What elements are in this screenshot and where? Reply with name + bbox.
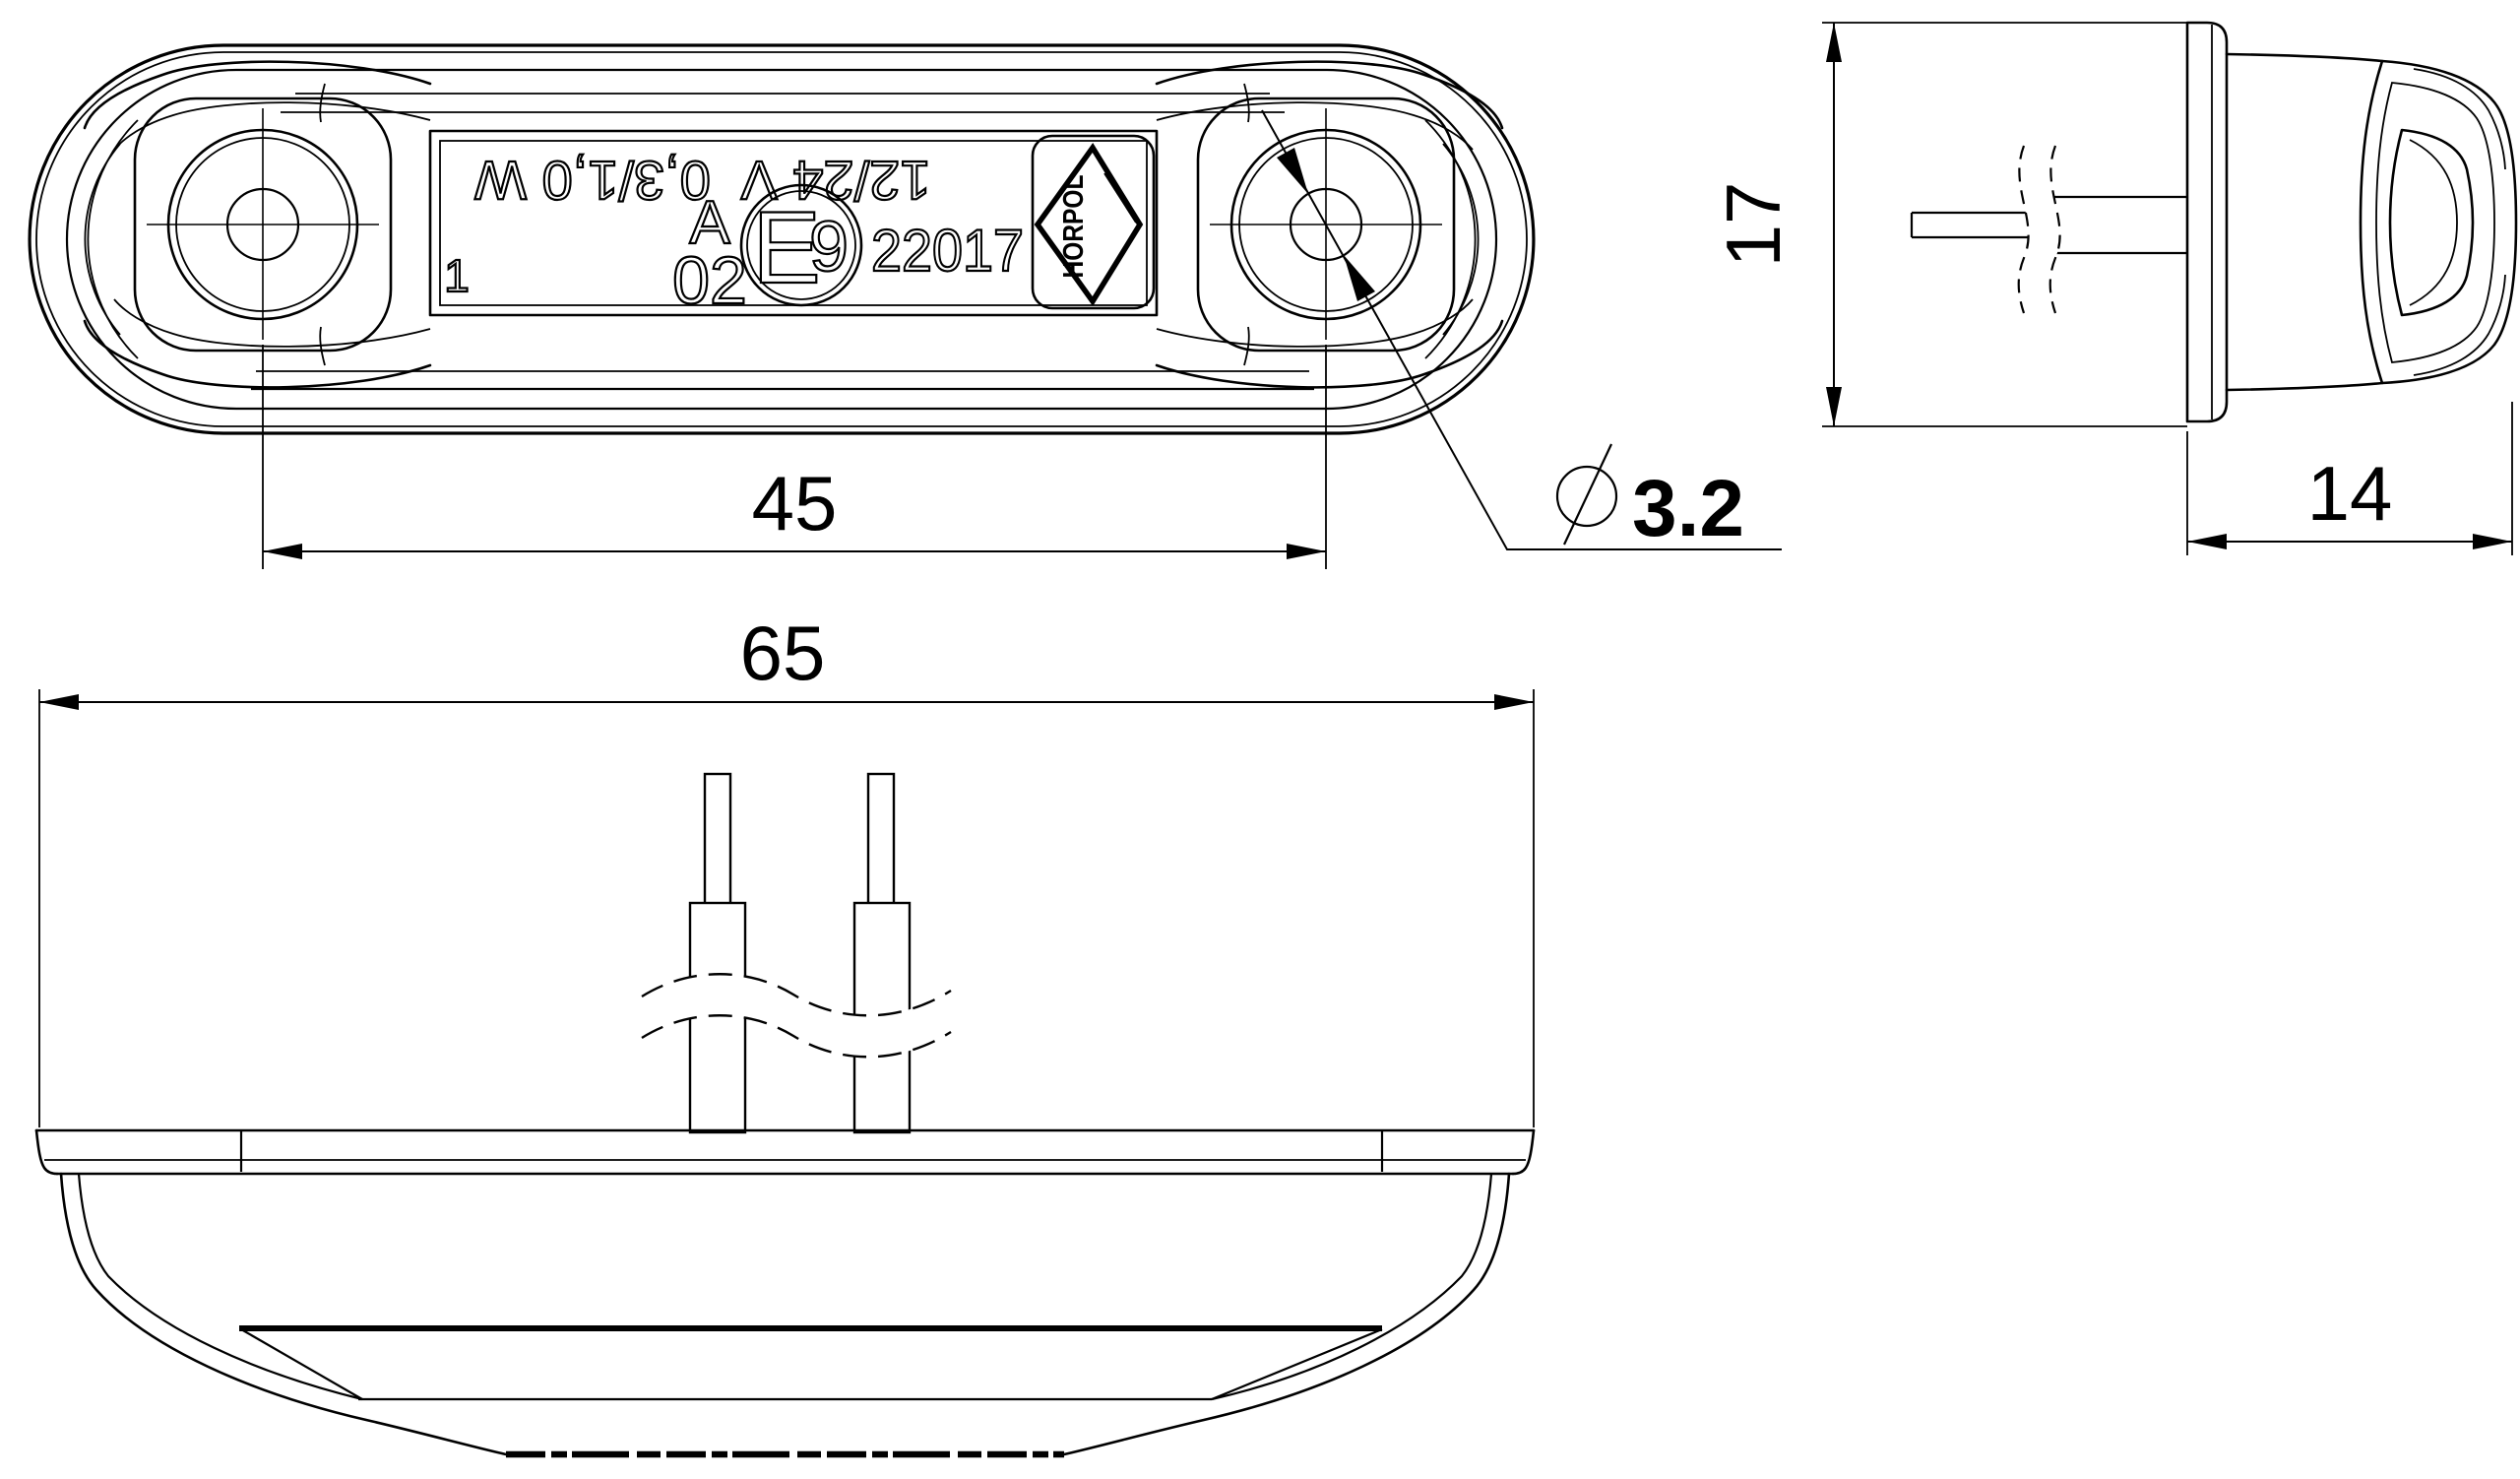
right-wing-top-outer: [1155, 60, 1504, 130]
left-wing-top-inner: [113, 101, 431, 151]
side-body-top: [2225, 52, 2384, 63]
marking-cavity-number: 1: [444, 250, 470, 301]
front-wire-right-conductor: [866, 772, 896, 910]
front-body-left-outer: [59, 1172, 508, 1456]
side-lens-bezel-outer: [2359, 59, 2518, 385]
dim65-arrow-left: [39, 694, 79, 710]
dim45-arrow-right: [1287, 544, 1326, 559]
front-facet-right: [1211, 1327, 1383, 1401]
dim14-arrow-right: [2473, 534, 2512, 549]
left-lamp-eye: [83, 60, 432, 389]
dim45-arrow-left: [263, 544, 302, 559]
dim45-value: 45: [752, 460, 838, 547]
brand-logo-frame: [1031, 134, 1156, 310]
left-cap-arc-2: [84, 143, 121, 336]
right-wing-top-inner: [1156, 101, 1474, 151]
diameter-callout: 3.2: [1261, 109, 1782, 553]
front-wire-left-conductor: [703, 772, 732, 910]
diameter-arrow-lower: [1344, 255, 1375, 301]
side-bezel-accent-bottom: [2413, 274, 2506, 376]
e-mark-number: 9: [809, 208, 849, 287]
front-wire-break-mask: [642, 974, 951, 1058]
side-flange: [2185, 21, 2229, 423]
brand-name: HORPOL: [1058, 175, 1090, 279]
side-lens-inner-arc: [2409, 139, 2458, 306]
e-mark-ring-outer: [739, 183, 863, 307]
front-body-right-outer: [1062, 1172, 1511, 1456]
e-mark-letter: E: [752, 191, 820, 305]
front-flange-right-edge: [1511, 1128, 1536, 1176]
dim14-arrow-left: [2187, 534, 2227, 549]
diameter-symbol-slash: [1563, 443, 1612, 546]
right-cap-arc-1: [1424, 119, 1477, 359]
left-cap-arc-1: [87, 119, 139, 359]
brand-diamond-accent: [1103, 172, 1137, 224]
left-wing-top-pinch: [319, 83, 326, 123]
marking-approval-version: 02: [672, 243, 747, 318]
dim17-value: 17: [1710, 182, 1796, 268]
marking-power: 0,3/1,0 W: [474, 150, 711, 212]
front-wire-break-1: [641, 973, 952, 1017]
right-wing-bottom-outer: [1155, 319, 1504, 389]
dim65-arrow-right: [1494, 694, 1534, 710]
side-wire-break-2: [2048, 145, 2061, 314]
dim65-value: 65: [740, 610, 826, 696]
front-wire-left-sheath: [688, 901, 747, 1134]
dim14-value: 14: [2307, 450, 2393, 537]
e-mark-ring-inner: [746, 190, 856, 300]
diameter-leader-line: [1261, 109, 1782, 550]
side-wire-break-1: [2017, 145, 2030, 314]
brand-logo: HORPOL: [1031, 134, 1156, 310]
front-body-right-inner: [1211, 1173, 1493, 1401]
dimension-14: 14: [2186, 402, 2513, 555]
side-body-bottom: [2225, 381, 2384, 392]
right-lamp-eye: [1155, 60, 1504, 389]
left-wing-top-outer: [83, 60, 432, 130]
side-bezel-accent-top: [2413, 68, 2506, 170]
brand-diamond: [1034, 143, 1144, 306]
dimension-45: 45: [262, 345, 1327, 569]
side-view: [1910, 21, 2518, 423]
label-plate-outer: [428, 129, 1159, 317]
right-wing-bottom-inner: [1156, 298, 1474, 348]
side-lens-bezel-inner: [2375, 82, 2495, 363]
right-wing-top-pinch: [1243, 83, 1250, 123]
lamp-outline-outer: [28, 43, 1536, 435]
side-wire-break-mask: [2018, 146, 2060, 313]
dimension-17: 17: [1710, 22, 2187, 427]
front-flange-left-edge: [34, 1128, 59, 1176]
marking-approval-number: 22017: [871, 218, 1024, 284]
marking-approval-letter: A: [689, 189, 730, 257]
front-body-left-inner: [77, 1173, 363, 1401]
left-wing-bottom-pinch: [319, 326, 326, 366]
side-wire-conductor: [1910, 211, 2030, 239]
front-facet-left: [240, 1328, 363, 1400]
lamp-outline-inner: [35, 51, 1528, 427]
diameter-value: 3.2: [1632, 464, 1744, 553]
dim17-arrow-top: [1826, 23, 1842, 62]
diameter-arrow-upper: [1277, 148, 1308, 194]
front-wire-break-2: [641, 1014, 952, 1059]
front-view: [34, 772, 1536, 1458]
left-wing-bottom-inner: [113, 298, 431, 348]
top-view: 0,3/1,0 W 12/24 V A 02 E 9 22017 1 HORPO…: [28, 43, 1536, 435]
plate-markings: 0,3/1,0 W 12/24 V A 02 E 9 22017 1 HORPO…: [443, 134, 1156, 319]
left-wing-bottom-outer: [83, 319, 432, 389]
side-lens-opening: [2388, 128, 2475, 317]
dimension-65: 65: [38, 610, 1535, 1127]
right-wing-bottom-pinch: [1243, 326, 1250, 366]
dim17-arrow-bottom: [1826, 387, 1842, 426]
diameter-symbol-circle: [1555, 465, 1618, 528]
